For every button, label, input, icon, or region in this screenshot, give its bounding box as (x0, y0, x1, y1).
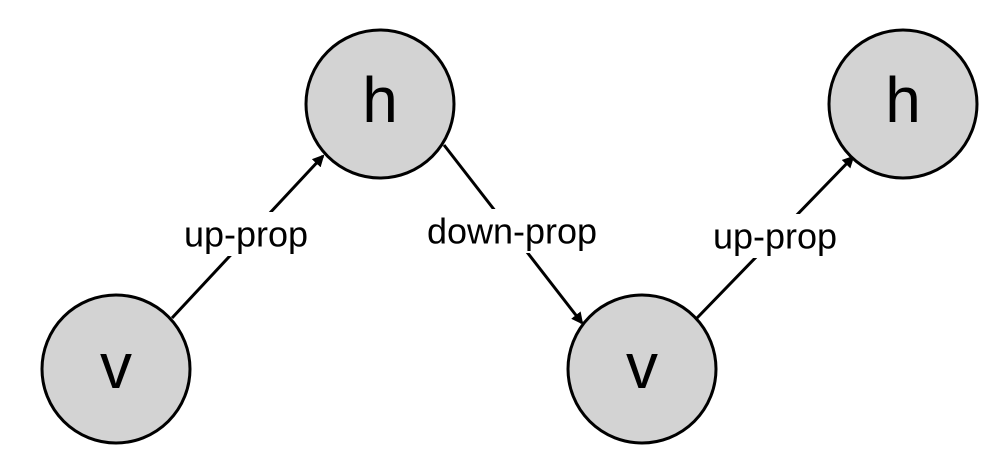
node-v-2: v (566, 293, 718, 445)
node-v-1-circle (40, 293, 192, 445)
node-v-1-label: v (100, 330, 132, 402)
node-h-2-label: h (885, 64, 921, 136)
node-h-1-label: h (362, 64, 398, 136)
edge-down-prop-label: down-prop (427, 211, 597, 252)
node-v-2-label: v (626, 330, 658, 402)
edge-up-prop-2: up-prop (695, 155, 855, 320)
node-h-2: h (827, 28, 979, 180)
node-v-1: v (40, 293, 192, 445)
node-h-1: h (304, 28, 456, 180)
edge-up-prop-2-label-bg (697, 214, 853, 258)
node-h-2-circle (827, 28, 979, 180)
edge-up-prop-1-label: up-prop (184, 214, 308, 255)
edge-down-prop: down-prop (410, 144, 614, 325)
node-v-2-circle (566, 293, 718, 445)
edge-up-prop-2-label: up-prop (713, 216, 837, 257)
edge-up-prop-1-label-bg (168, 212, 324, 256)
edge-up-prop-1: up-prop (168, 154, 325, 320)
edge-down-prop-label-bg (410, 209, 614, 253)
node-h-1-circle (304, 28, 456, 180)
